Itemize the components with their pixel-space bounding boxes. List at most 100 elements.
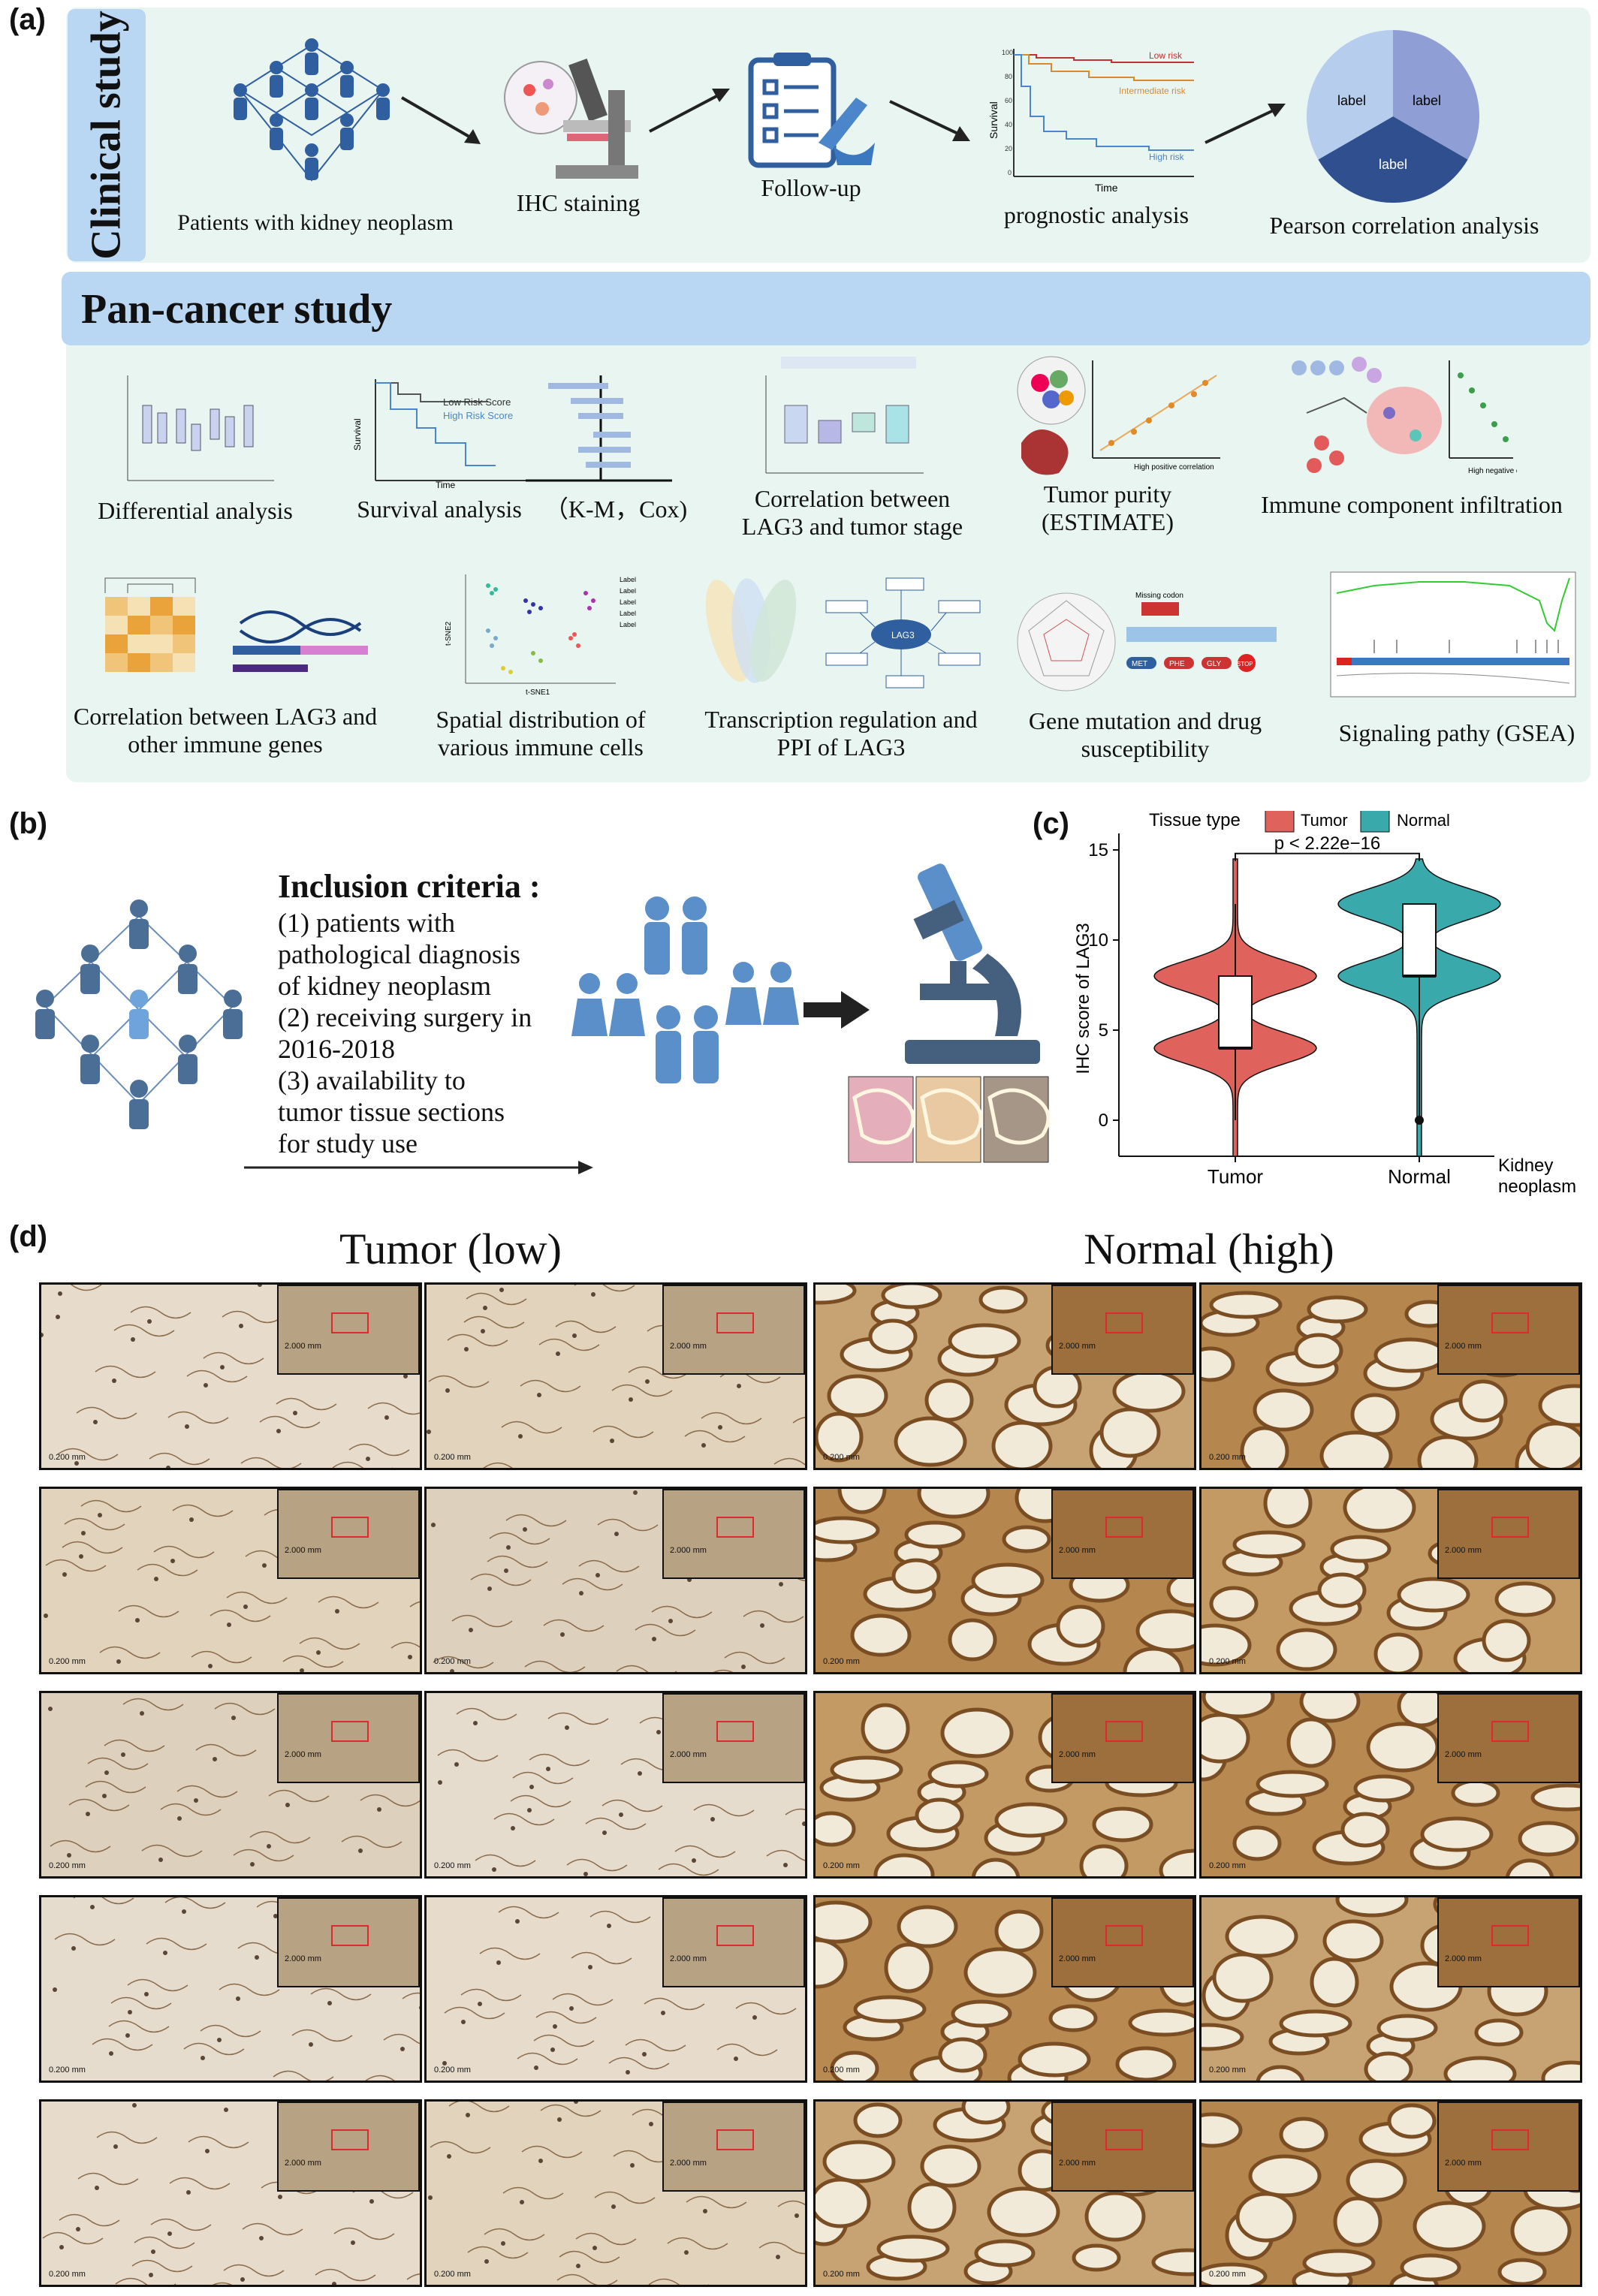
legend-swatch-normal <box>1360 811 1390 833</box>
clinical-title: Clinical study <box>83 11 130 260</box>
panel-label-b: (b) <box>9 807 48 840</box>
step-pearson: Pearson correlation analysis <box>1269 212 1539 239</box>
legend-label-tumor: Tumor <box>1301 811 1348 830</box>
tissue-slides-icon <box>848 1076 1050 1163</box>
legend-title: Tissue type <box>1149 811 1241 830</box>
pan-kmcox: （K-M，Cox) <box>544 496 688 523</box>
zoom-region-box <box>716 1721 754 1742</box>
ihc-normal-image: 2.000 mm 0.200 mm <box>1199 1691 1582 1879</box>
inset-scale-label: 2.000 mm <box>1059 2159 1096 2168</box>
scale-bar-label: 0.200 mm <box>434 1657 471 1666</box>
p-value-annotation: p < 2.22e−16 <box>1274 833 1380 854</box>
step-ihc: IHC staining <box>516 189 641 216</box>
stage-boxplot-icon <box>765 357 924 474</box>
codon: MET <box>1132 660 1147 668</box>
ihc-normal-image: 2.000 mm 0.200 mm <box>1199 2099 1582 2287</box>
inclusion-heading: Inclusion criteria : <box>278 868 541 905</box>
km-legend-low: Low risk <box>1149 50 1183 61</box>
risk-high: High Risk Score <box>443 410 513 421</box>
inset-scale-label: 2.000 mm <box>1059 1954 1096 1963</box>
inclusion-line: (3) availability to <box>278 1065 466 1095</box>
ihc-tumor-image: 2.000 mm 0.200 mm <box>424 1895 807 2083</box>
overview-inset: 2.000 mm <box>1437 2102 1580 2192</box>
overview-inset: 2.000 mm <box>662 1897 805 1987</box>
outlier-normal <box>1415 1116 1424 1125</box>
scale-bar-label: 0.200 mm <box>1209 1861 1246 1870</box>
zoom-region-box <box>1491 1721 1529 1742</box>
km-tick: 100 <box>1002 49 1013 56</box>
inset-scale-label: 2.000 mm <box>670 1546 707 1555</box>
pan-title-bar <box>62 272 1590 345</box>
y-axis-label: IHC score of LAG3 <box>1073 923 1093 1074</box>
hp-label: High positive correlation <box>1134 463 1214 472</box>
arrow-1 <box>400 96 481 144</box>
km-tick: 60 <box>1005 97 1012 104</box>
scale-bar-label: 0.200 mm <box>823 1657 860 1666</box>
overview-inset: 2.000 mm <box>277 1693 420 1783</box>
overview-inset: 2.000 mm <box>1051 2102 1194 2192</box>
inset-scale-label: 2.000 mm <box>285 1750 321 1759</box>
x-tick-label: Normal <box>1388 1165 1451 1188</box>
pan-gsea: Signaling pathy (GSEA) <box>1338 719 1575 746</box>
scale-bar-label: 0.200 mm <box>1209 1453 1246 1462</box>
scale-bar-label: 0.200 mm <box>434 2065 471 2075</box>
arrow-2 <box>649 89 730 133</box>
heatmap-icon <box>104 577 368 672</box>
overview-inset: 2.000 mm <box>662 1285 805 1375</box>
x-tick-label: Tumor <box>1208 1165 1263 1188</box>
scale-bar-label: 0.200 mm <box>49 2270 86 2279</box>
inset-scale-label: 2.000 mm <box>1445 1750 1482 1759</box>
zoom-region-box <box>331 1517 369 1538</box>
inset-scale-label: 2.000 mm <box>285 1342 321 1351</box>
km-legend-high: High risk <box>1149 152 1185 162</box>
overview-inset: 2.000 mm <box>1051 1897 1194 1987</box>
scale-bar-label: 0.200 mm <box>49 1453 86 1462</box>
inset-scale-label: 2.000 mm <box>1059 1750 1096 1759</box>
pan-mutation: Gene mutation and drug susceptibility <box>1028 707 1262 762</box>
microscope-b-icon <box>905 863 1040 1064</box>
scale-bar-label: 0.200 mm <box>823 1453 860 1462</box>
step-prognostic: prognostic analysis <box>1003 201 1189 228</box>
inset-scale-label: 2.000 mm <box>1445 1954 1482 1963</box>
tsne-y: t-SNE2 <box>445 621 453 646</box>
overview-inset: 2.000 mm <box>662 1489 805 1579</box>
inclusion-line: of kidney neoplasm <box>278 971 491 1001</box>
scale-bar-label: 0.200 mm <box>1209 1657 1246 1666</box>
inset-scale-label: 2.000 mm <box>1059 1546 1096 1555</box>
pie-label: label <box>1413 93 1441 108</box>
infiltration-icon: High negative correlation <box>1292 357 1517 475</box>
selected-patients-icon <box>571 896 799 1083</box>
scale-bar-label: 0.200 mm <box>1209 2270 1246 2279</box>
inset-scale-label: 2.000 mm <box>1445 1342 1482 1351</box>
arrow-4 <box>1205 104 1286 144</box>
km-tick: 80 <box>1005 73 1012 80</box>
legend-swatch-tumor <box>1265 811 1295 833</box>
patients-network-icon <box>234 38 390 182</box>
inset-scale-label: 2.000 mm <box>1059 1342 1096 1351</box>
significance-bracket <box>1235 852 1420 861</box>
risk-low: Low Risk Score <box>443 396 511 408</box>
inclusion-line: for study use <box>278 1128 418 1159</box>
codon: STOP <box>1237 661 1253 667</box>
y-tick-label: 10 <box>1088 930 1108 951</box>
inset-scale-label: 2.000 mm <box>285 1546 321 1555</box>
overview-inset: 2.000 mm <box>277 1897 420 1987</box>
pan-purity: Tumor purity (ESTIMATE) <box>1042 481 1174 535</box>
inset-scale-label: 2.000 mm <box>670 1342 707 1351</box>
scale-bar-label: 0.200 mm <box>823 2270 860 2279</box>
gsea-icon <box>1330 571 1576 698</box>
legend-label-normal: Normal <box>1397 811 1450 830</box>
purity-icon: High positive correlation <box>1017 356 1220 475</box>
overview-inset: 2.000 mm <box>662 2102 805 2192</box>
thick-arrow <box>804 991 870 1029</box>
pan-ppi: Transcription regulation and PPI of LAG3 <box>704 706 978 761</box>
overview-inset: 2.000 mm <box>277 1489 420 1579</box>
boxplot-icon <box>127 375 274 481</box>
tsne-legend: Label <box>620 598 636 606</box>
